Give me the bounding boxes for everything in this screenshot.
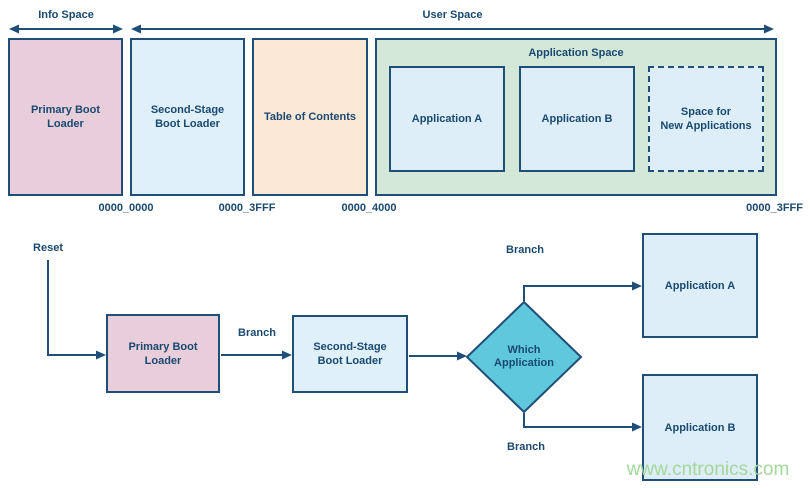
reset-label: Reset: [33, 242, 63, 254]
primary-to-second-arrow: [221, 350, 292, 360]
memmap-primary-boot-loader: Primary Boot Loader: [8, 38, 123, 196]
memmap-table-of-contents: Table of Contents: [252, 38, 368, 196]
memmap-application-space: Application Space Application A Applicat…: [375, 38, 777, 196]
decision-to-app-b-arrow: [523, 413, 642, 432]
address-0000-3fff-right: 0000_3FFF: [746, 202, 803, 214]
branch-label-after-primary: Branch: [238, 327, 276, 339]
reset-arrow: [47, 260, 106, 360]
info-space-label: Info Space: [38, 9, 94, 21]
flow-application-a: Application A: [642, 233, 758, 338]
decision-diamond: [465, 300, 583, 414]
info-space-arrow: [9, 24, 123, 34]
application-space-label: Application Space: [528, 47, 624, 59]
memmap-application-b: Application B: [519, 66, 635, 172]
user-space-label: User Space: [422, 9, 483, 21]
flow-application-b: Application B: [642, 374, 758, 481]
flow-primary-boot-loader: Primary Boot Loader: [106, 314, 220, 393]
branch-label-top: Branch: [506, 244, 544, 256]
memmap-space-for-new-applications: Space for New Applications: [648, 66, 764, 172]
memmap-application-a: Application A: [389, 66, 505, 172]
user-space-arrow: [131, 24, 774, 34]
decision-label: Which Application: [494, 344, 554, 369]
flow-second-stage-boot-loader: Second-Stage Boot Loader: [292, 315, 408, 393]
branch-label-bottom: Branch: [507, 441, 545, 453]
memmap-second-stage-boot-loader: Second-Stage Boot Loader: [130, 38, 245, 196]
address-0000-0000: 0000_0000: [98, 202, 154, 214]
second-to-decision-arrow: [409, 351, 467, 361]
decision-to-app-a-arrow: [523, 281, 642, 301]
address-0000-4000: 0000_4000: [341, 202, 397, 214]
watermark-text: www.cntronics.com: [626, 459, 790, 480]
address-0000-3fff-left: 0000_3FFF: [218, 202, 276, 214]
